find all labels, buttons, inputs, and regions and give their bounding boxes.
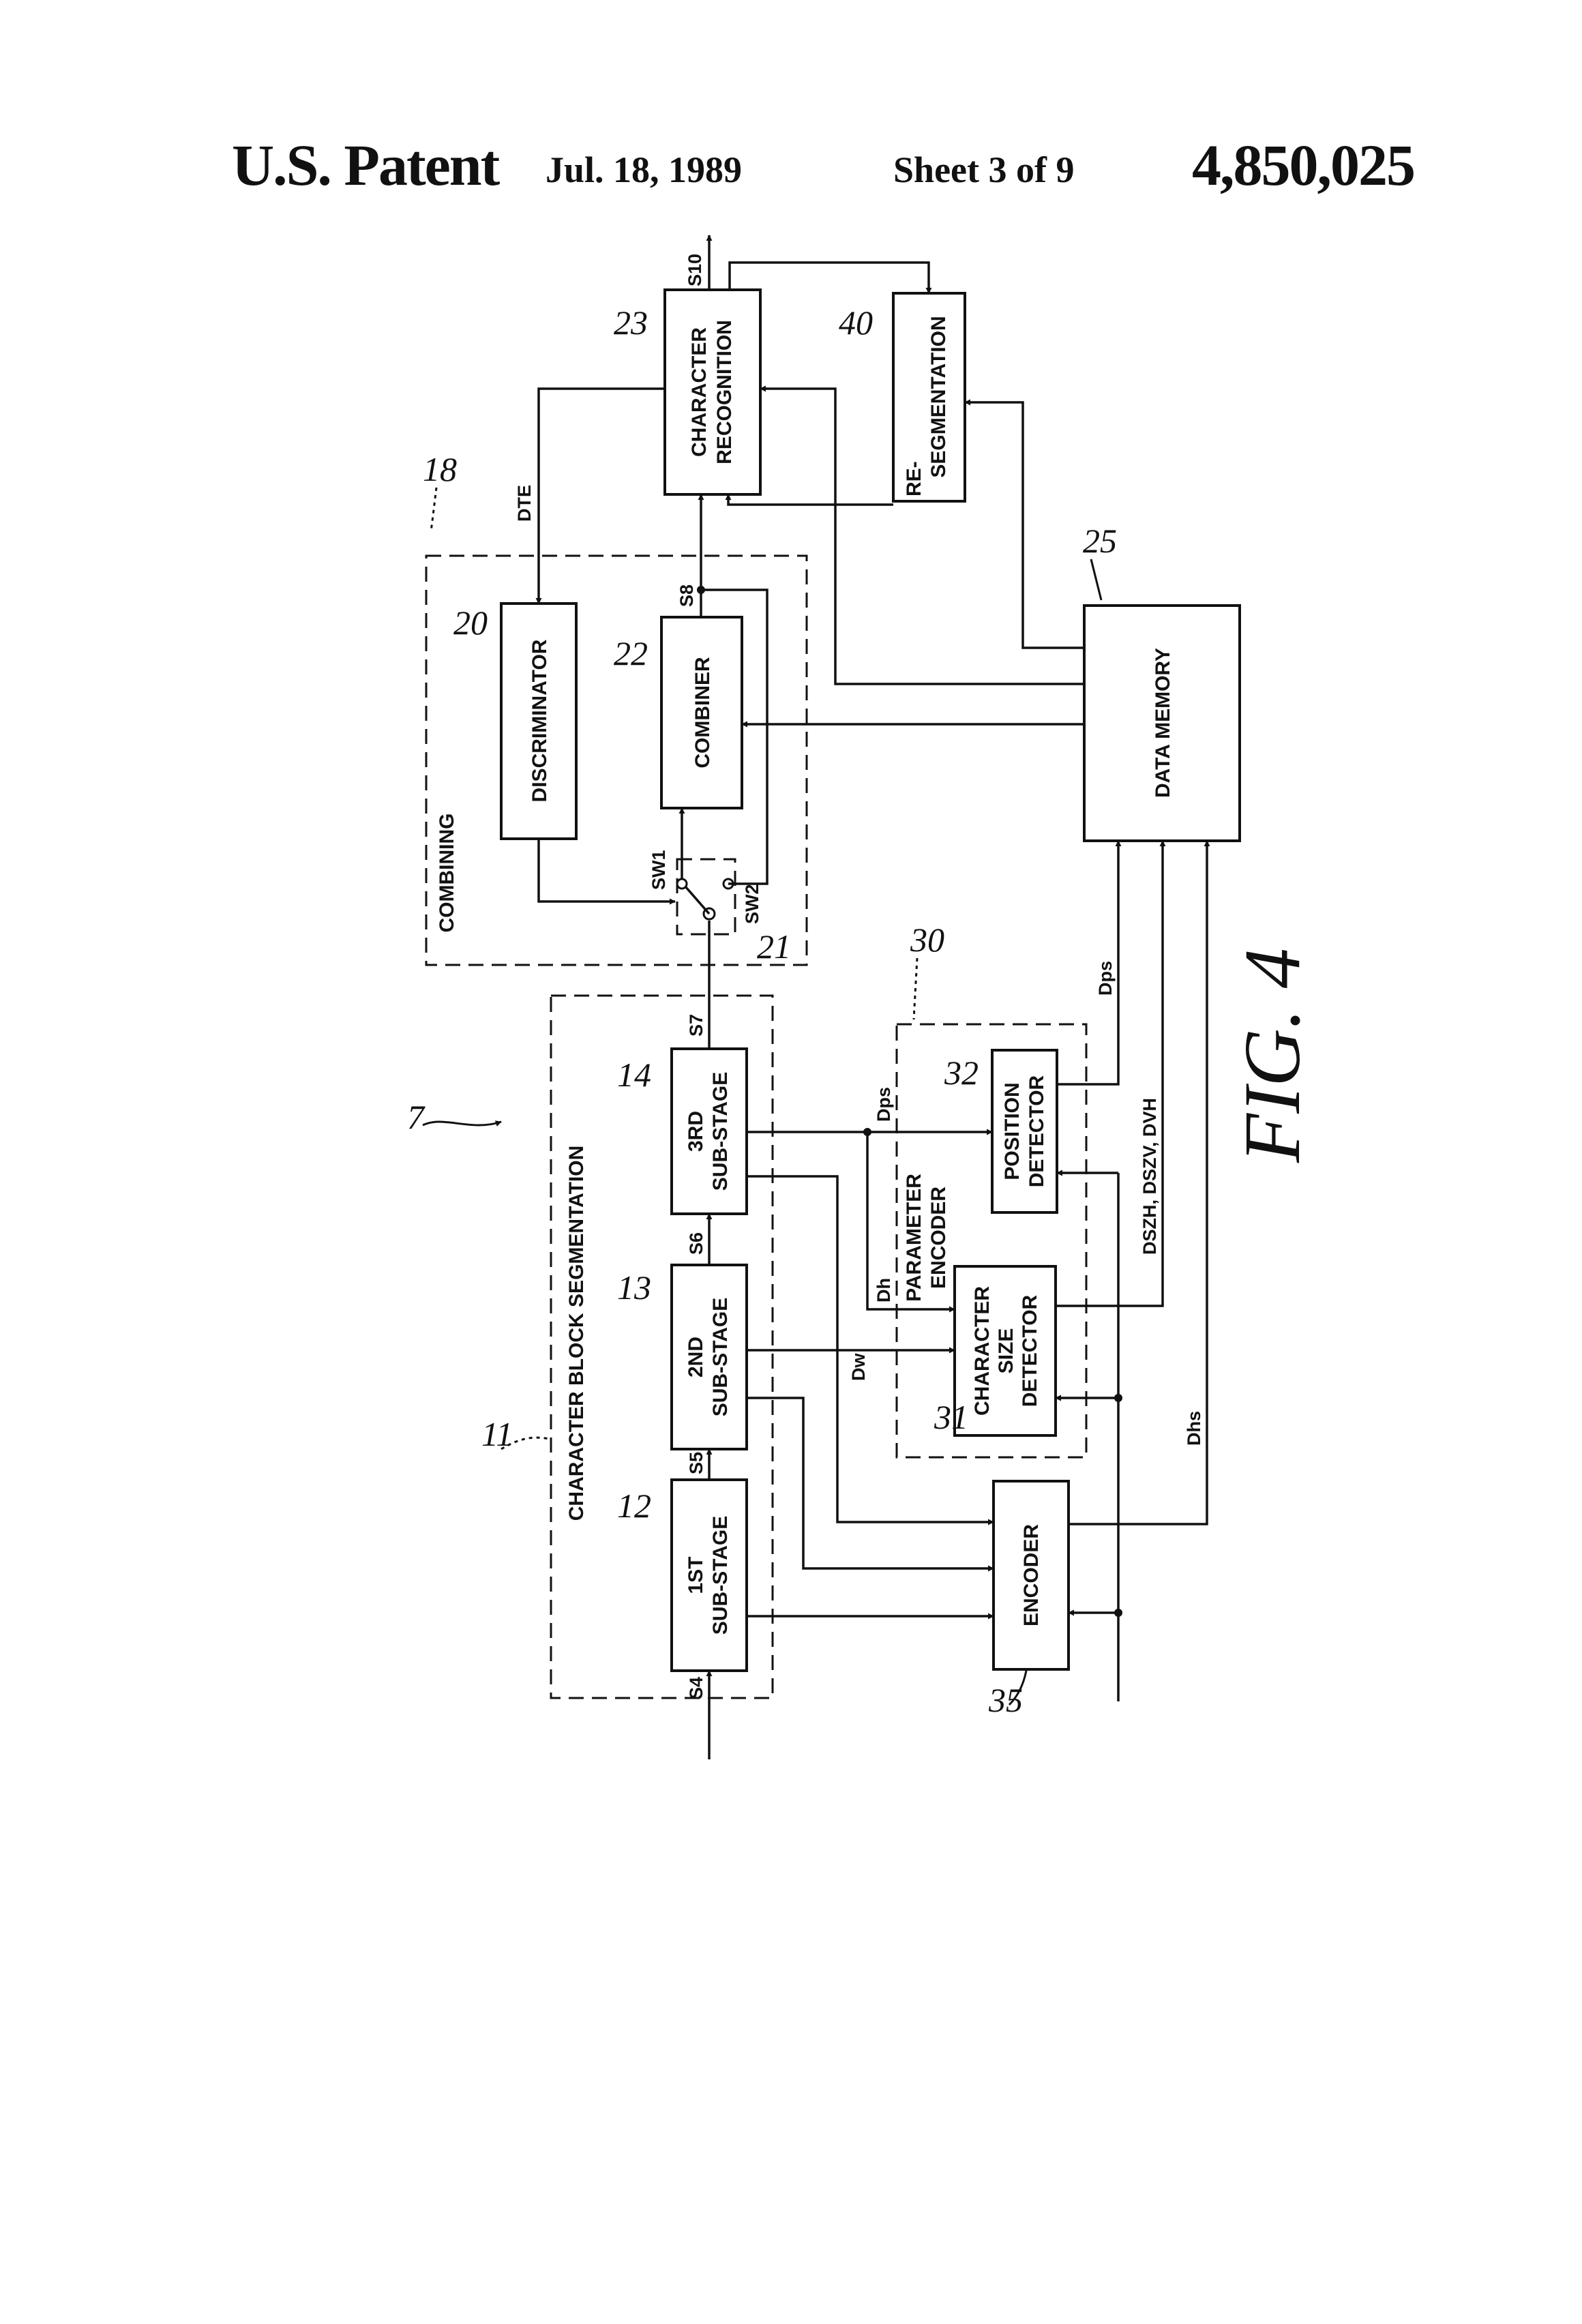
s6-label: S6	[686, 1232, 706, 1255]
s10-label: S10	[685, 254, 705, 286]
discriminator-label: DISCRIMINATOR	[528, 639, 551, 802]
combiner-label: COMBINER	[691, 657, 714, 769]
svg-text:DETECTOR: DETECTOR	[1026, 1075, 1048, 1187]
ref-20: 20	[453, 604, 488, 642]
ref-30-lead	[914, 958, 917, 1019]
ref-35: 35	[988, 1681, 1023, 1719]
ref-14: 14	[617, 1056, 651, 1094]
s5-label: S5	[686, 1452, 706, 1474]
svg-text:PARAMETER: PARAMETER	[903, 1174, 925, 1302]
dte-line	[539, 389, 665, 604]
svg-text:3RD: 3RD	[685, 1111, 707, 1152]
svg-text:SUB-STAGE: SUB-STAGE	[709, 1516, 732, 1635]
ref-25-lead	[1091, 559, 1101, 600]
ref-11: 11	[481, 1415, 513, 1453]
s7-label: S7	[686, 1014, 706, 1037]
svg-text:RECOGNITION: RECOGNITION	[713, 320, 736, 464]
svg-text:SIZE: SIZE	[995, 1328, 1017, 1374]
svg-text:SEGMENTATION: SEGMENTATION	[927, 316, 950, 477]
ref-12: 12	[617, 1487, 651, 1525]
dsz-label: DSZH, DSZV, DVH	[1139, 1098, 1160, 1255]
svg-text:SUB-STAGE: SUB-STAGE	[709, 1298, 732, 1416]
ref-7: 7	[407, 1098, 426, 1136]
ref-22: 22	[614, 634, 648, 672]
ref-40: 40	[839, 303, 873, 342]
ref-31: 31	[934, 1398, 968, 1436]
resegmentation-to-recognition	[728, 494, 893, 505]
s4-label: S4	[686, 1677, 706, 1699]
parameter-encoder-text: PARAMETER ENCODER	[903, 1174, 950, 1302]
svg-text:ENCODER: ENCODER	[927, 1187, 950, 1289]
svg-text:DETECTOR: DETECTOR	[1019, 1294, 1041, 1407]
svg-text:2ND: 2ND	[685, 1337, 707, 1377]
data-memory-label: DATA MEMORY	[1152, 648, 1174, 798]
segmentation-group-label: CHARACTER BLOCK SEGMENTATION	[565, 1146, 588, 1521]
s8-label: S8	[676, 584, 697, 607]
switch-contact-1	[677, 879, 687, 889]
ref-25: 25	[1083, 522, 1117, 560]
memory-to-resegmentation	[965, 402, 1084, 648]
switch-group-border	[677, 859, 735, 934]
character-recognition-block	[665, 290, 760, 494]
ref-13: 13	[617, 1268, 651, 1307]
ref-21: 21	[757, 927, 791, 966]
svg-text:SUB-STAGE: SUB-STAGE	[709, 1072, 732, 1191]
dh-label: Dh	[874, 1278, 894, 1302]
svg-text:CHARACTER: CHARACTER	[688, 327, 711, 457]
ref-32: 32	[944, 1054, 979, 1092]
svg-text:1ST: 1ST	[685, 1556, 707, 1594]
encoder-label: ENCODER	[1020, 1524, 1043, 1626]
dhs-label: Dhs	[1184, 1411, 1204, 1446]
combining-group-label: COMBINING	[436, 814, 458, 933]
dte-label: DTE	[514, 485, 535, 522]
ref-23: 23	[614, 303, 648, 342]
switch-arm	[685, 887, 709, 914]
sw2-label: SW2	[742, 884, 762, 924]
ref-30: 30	[910, 921, 944, 959]
ref-7-lead	[423, 1122, 501, 1125]
ref-18-lead	[431, 488, 436, 532]
sw1-label: SW1	[648, 850, 669, 890]
ref-18: 18	[423, 450, 457, 488]
svg-text:RE-: RE-	[903, 461, 925, 496]
dps-label-3rd: Dps	[874, 1087, 894, 1122]
figure-label: FIG. 4	[1227, 948, 1317, 1163]
svg-text:POSITION: POSITION	[1001, 1082, 1024, 1180]
dps-label-memory: Dps	[1095, 961, 1116, 996]
svg-text:CHARACTER: CHARACTER	[971, 1286, 994, 1416]
dw-label: Dw	[848, 1353, 869, 1381]
